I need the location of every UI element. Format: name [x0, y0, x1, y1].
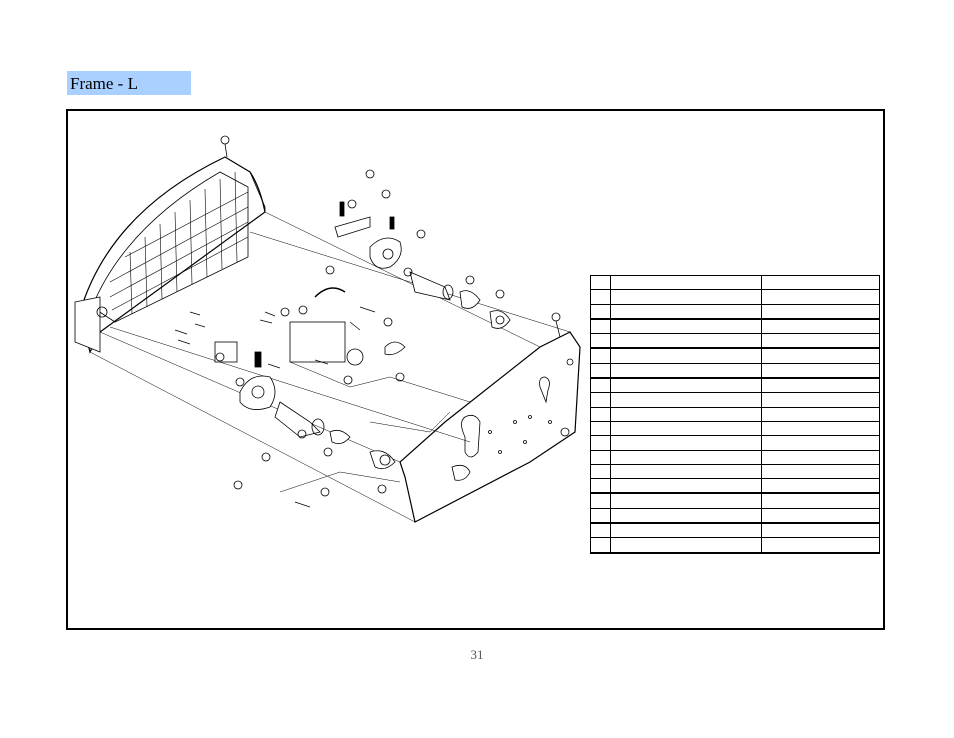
table-row: [590, 362, 880, 380]
table-row: [590, 463, 880, 480]
side-cover-l: [74, 135, 266, 354]
table-row: [590, 420, 880, 437]
table-row: [590, 318, 880, 335]
table-row: [590, 406, 880, 422]
page-number: 31: [470, 647, 484, 662]
table-row: [590, 478, 880, 495]
table-row: [590, 303, 880, 320]
table-row: [590, 507, 880, 525]
table-row: [590, 435, 880, 451]
fasteners: [174, 306, 376, 508]
table-row: [590, 377, 880, 394]
table-row: [590, 537, 880, 554]
exploded-view-drawing: [74, 135, 581, 523]
knob-assembly-l: [214, 341, 396, 497]
table-row: [590, 274, 880, 291]
table-row: [590, 333, 880, 350]
table-row: [590, 492, 880, 509]
figure-frame: [66, 109, 885, 630]
parts-list-table: [590, 274, 880, 554]
table-row: [590, 347, 880, 364]
side-plate-r: [399, 312, 581, 523]
knob-assembly-r: [280, 169, 511, 385]
table-row: [590, 522, 880, 539]
table-row: [590, 392, 880, 408]
table-row: [590, 289, 880, 305]
table-row: [590, 449, 880, 465]
section-title: Frame - L: [67, 71, 191, 95]
